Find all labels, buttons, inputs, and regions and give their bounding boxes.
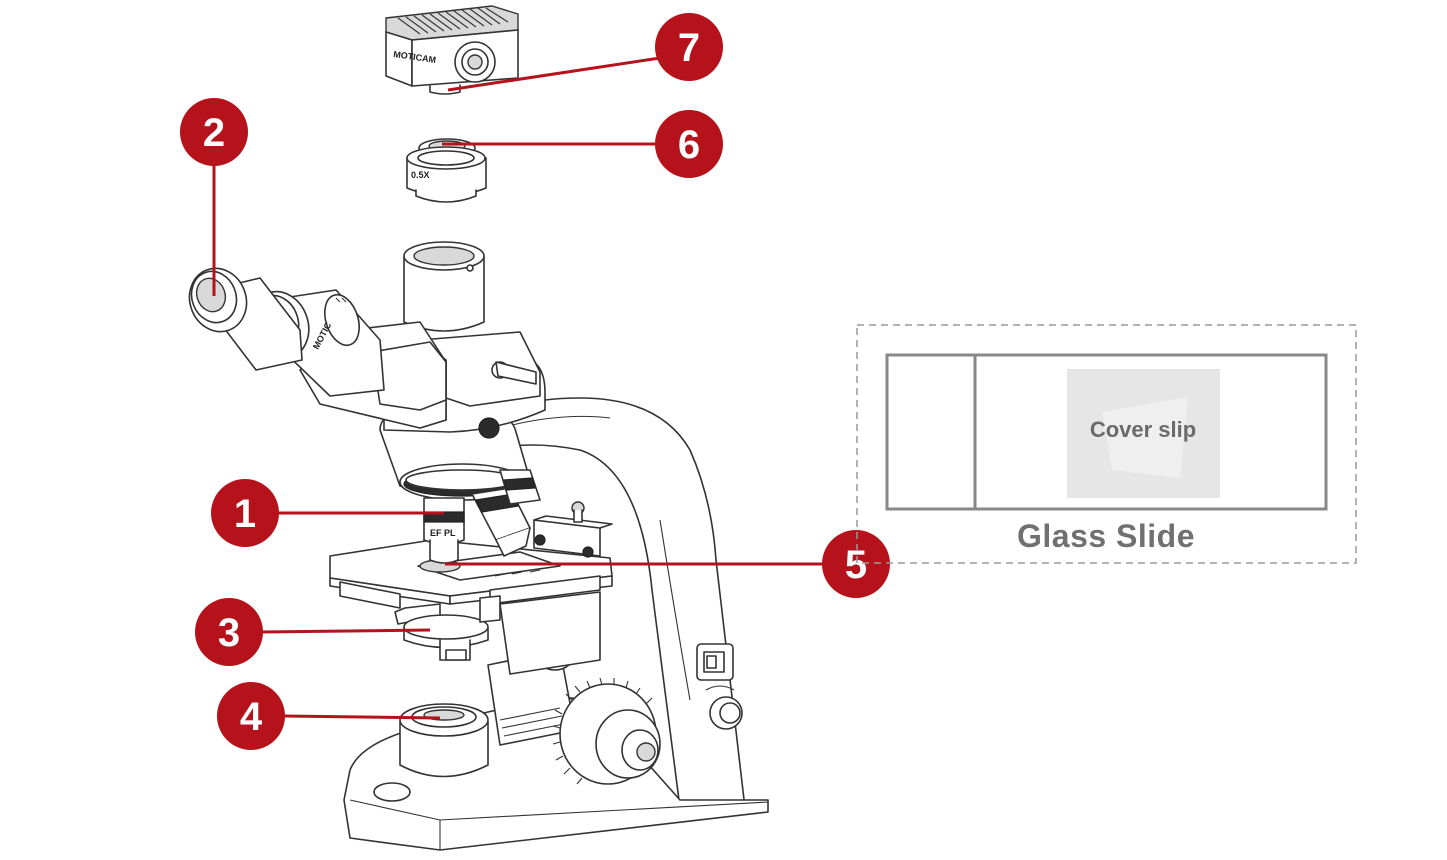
- leader-4: [283, 714, 441, 720]
- leader-lines: [212, 56, 824, 720]
- callout-7: 7: [655, 13, 723, 81]
- callout-1-number: 1: [234, 492, 256, 536]
- camera: MOTICAM: [385, 5, 519, 95]
- adapter-mark-text: 0.5X: [411, 170, 430, 180]
- light-source: [399, 703, 489, 778]
- callout-5-number: 5: [845, 543, 867, 587]
- leader-7: [447, 56, 661, 92]
- callout-6-number: 6: [678, 123, 700, 167]
- leader-3: [259, 628, 431, 634]
- callout-6: 6: [655, 110, 723, 178]
- stage: [329, 501, 613, 675]
- callout-3: 3: [195, 598, 263, 666]
- cover-slip-label: Cover slip: [1090, 417, 1196, 442]
- callout-5: 5: [822, 530, 890, 598]
- callout-2-number: 2: [203, 111, 225, 155]
- objective-mark-text: EF PL: [430, 528, 456, 538]
- c-mount-adapter: 0.5X: [406, 138, 487, 203]
- condenser: [394, 603, 489, 661]
- callout-3-number: 3: [218, 611, 240, 655]
- callout-7-number: 7: [678, 26, 700, 70]
- inset-dashed-frame: [856, 324, 1357, 564]
- callout-4: 4: [217, 682, 285, 750]
- eyepieces: MOTIC: [188, 267, 447, 429]
- glass-slide-inset: Cover slip Glass Slide: [856, 324, 1357, 564]
- glass-slide-title: Glass Slide: [1017, 518, 1195, 554]
- callout-1: 1: [211, 479, 279, 547]
- callout-4-number: 4: [240, 695, 263, 739]
- callout-2: 2: [180, 98, 248, 166]
